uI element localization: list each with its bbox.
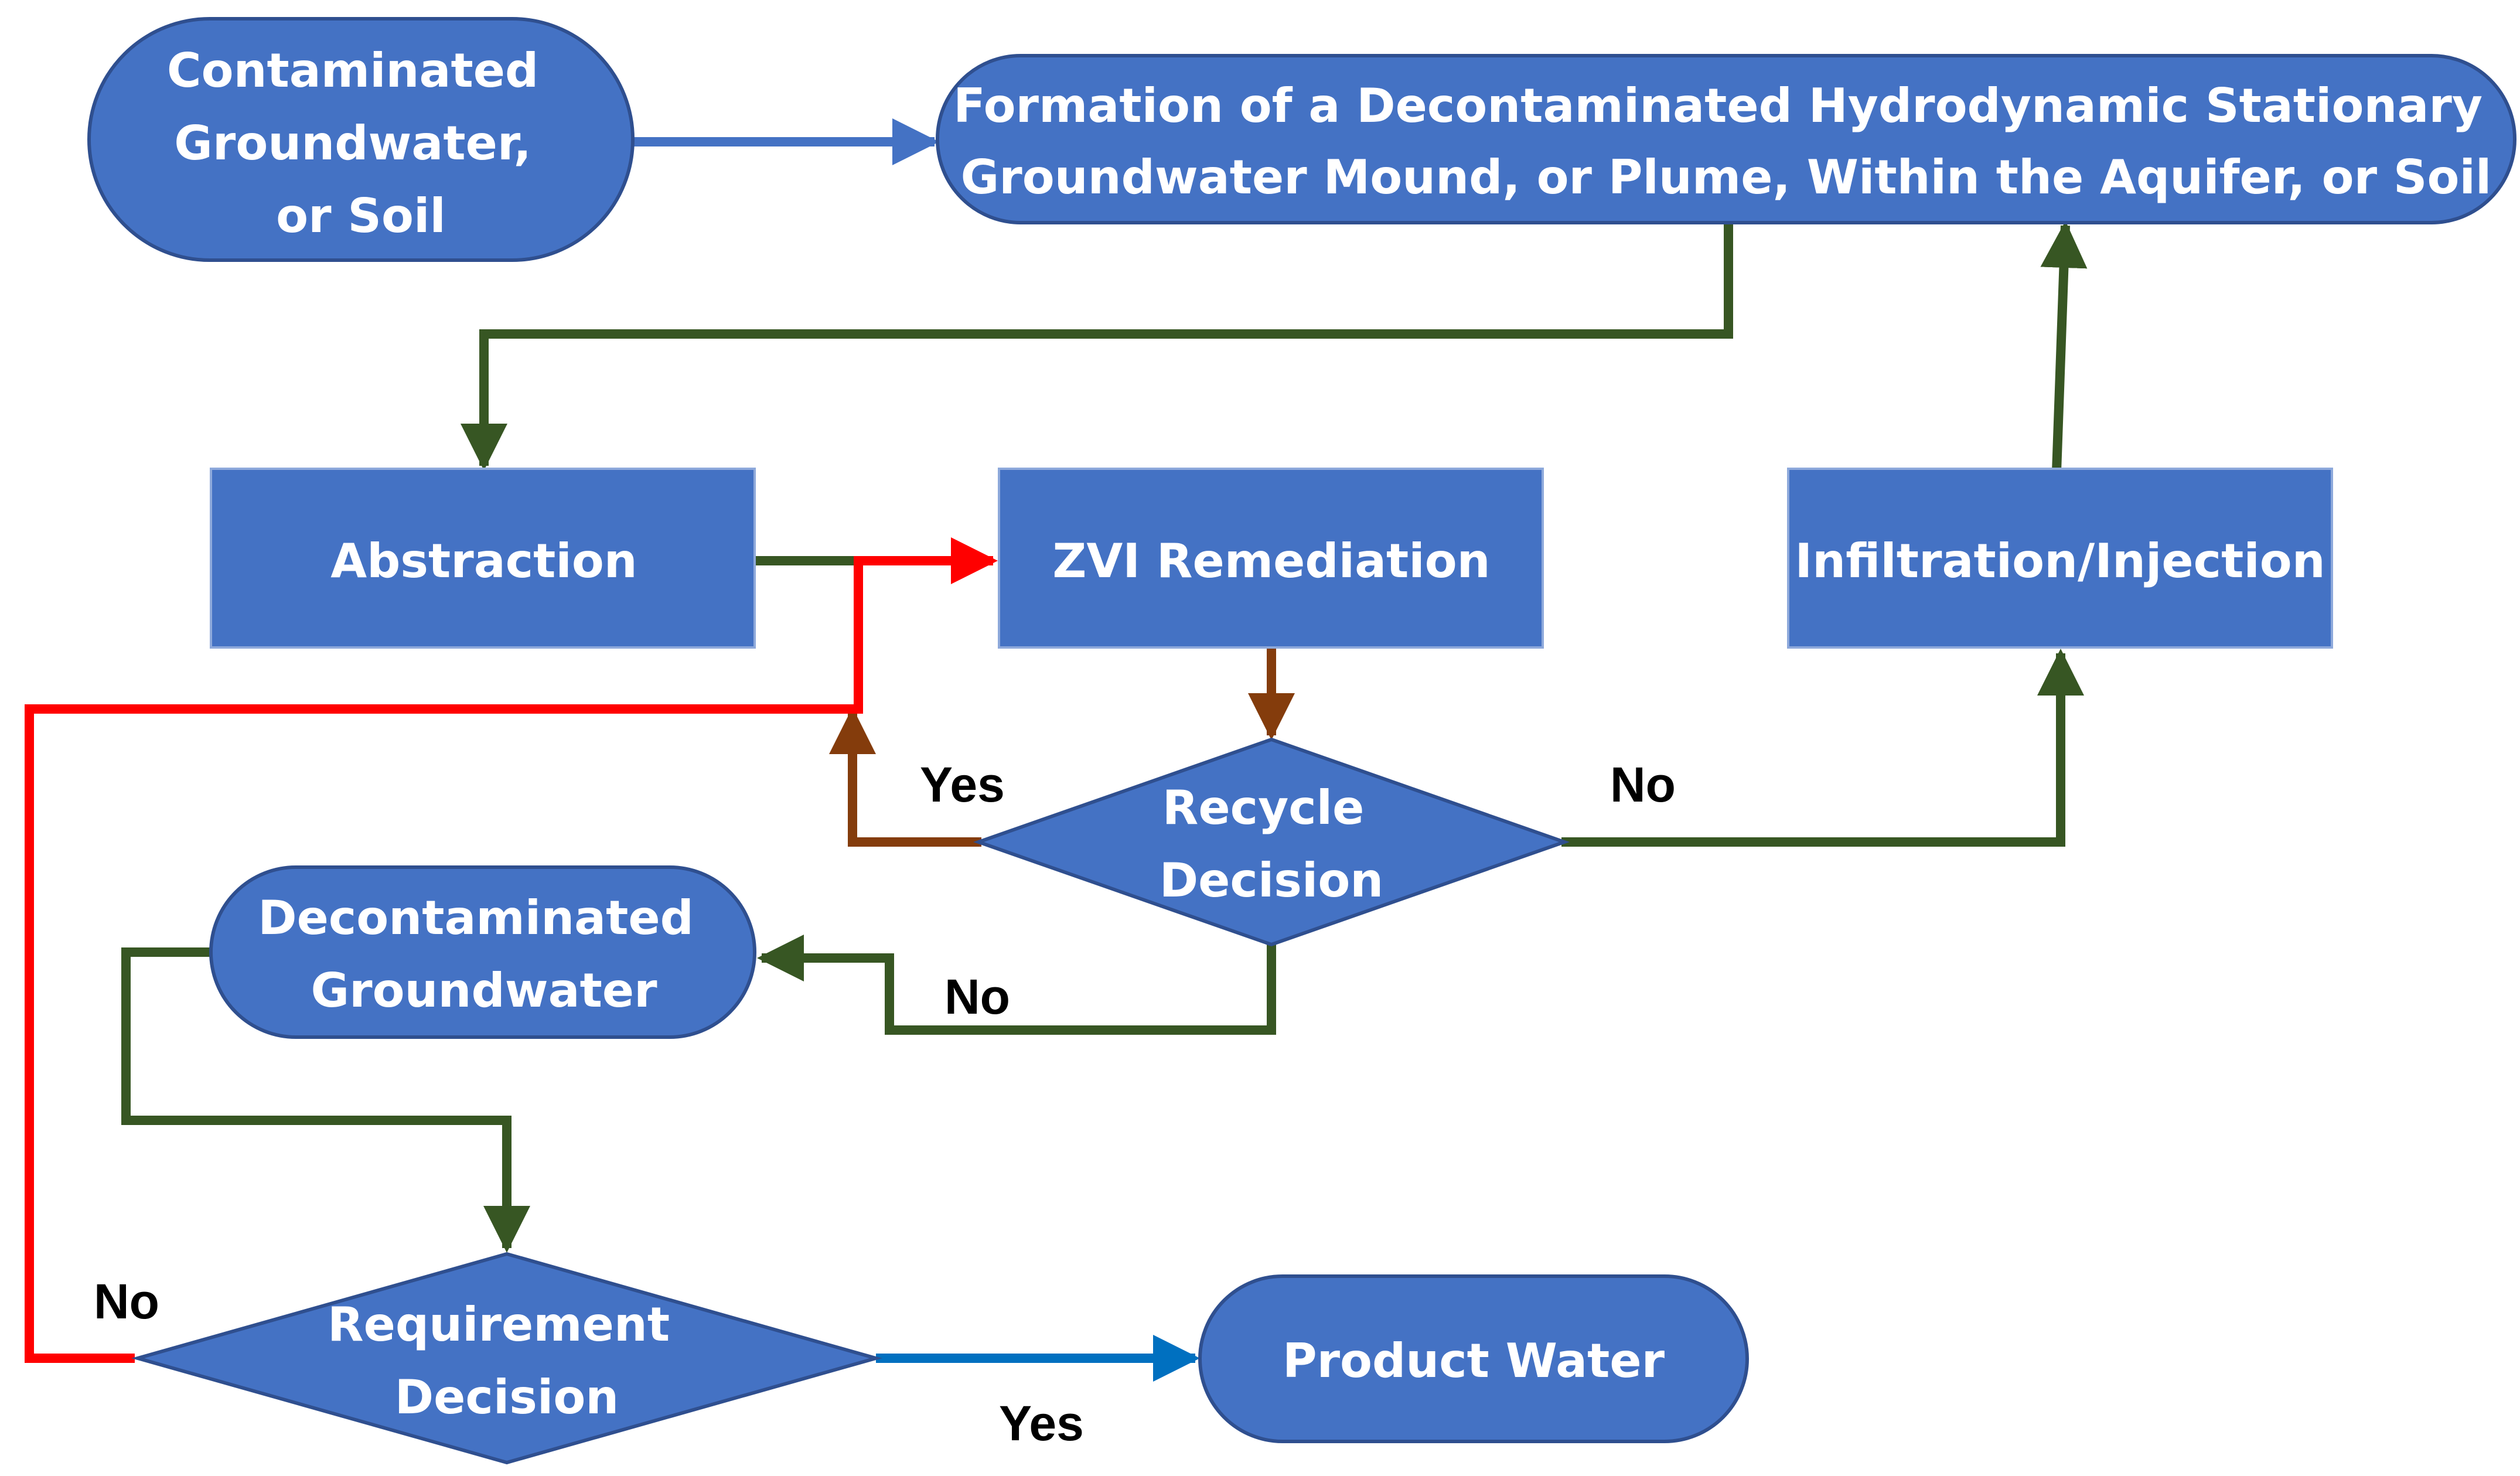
node-abstraction: Abstraction (210, 468, 756, 649)
node-product-label: Product Water (1283, 1334, 1665, 1388)
node-product-water: Product Water (1198, 1274, 1749, 1443)
node-contaminated-line-2: Groundwater, (174, 116, 531, 171)
label-requirement-yes: Yes (999, 1396, 1084, 1451)
label-recycle-no-down: No (944, 969, 1010, 1024)
svg-text:Contaminated Groundwat: Contaminated Groundwater, or Soil (167, 43, 555, 243)
edge-recycle-to-decontaminated (757, 935, 1276, 1035)
edge-recycle-to-infiltration (1561, 649, 2084, 847)
nodes: Contaminated Groundwater, or Soil Format… (87, 17, 2516, 1465)
edge-formation-to-abstraction (461, 223, 1733, 471)
edge-labels: Yes No No No Yes (94, 757, 1676, 1451)
node-recycle-line-2: Decision (1160, 853, 1383, 908)
node-formation: Formation of a Decontaminated Hydrodynam… (936, 54, 2516, 224)
node-requirement-decision: Requirement Decision (131, 1252, 883, 1465)
label-requirement-no: No (94, 1274, 159, 1329)
node-zvi-remediation: ZVI Remediation (998, 468, 1544, 649)
node-recycle-decision: Recycle Decision (973, 737, 1570, 947)
node-contaminated-groundwater: Contaminated Groundwater, or Soil (87, 17, 635, 262)
svg-text:Recycle Decision: Recycle Decision (1160, 780, 1383, 908)
node-contaminated-line-3: or Soil (276, 189, 446, 243)
node-recycle-line-1: Recycle (1162, 780, 1365, 835)
connectors (25, 118, 2088, 1382)
node-zvi-label: ZVI Remediation (1052, 534, 1490, 588)
edge-requirement-no-loop (25, 537, 998, 1363)
label-recycle-no-right: No (1610, 757, 1676, 812)
label-recycle-yes: Yes (920, 757, 1005, 812)
edge-infiltration-to-formation (2040, 221, 2088, 472)
node-formation-line-1: Formation of a Decontaminated Hydrodynam… (953, 79, 2483, 133)
edge-recycle-yes (829, 707, 981, 847)
node-infiltration-label: Infiltration/Injection (1795, 534, 2325, 588)
node-abstraction-label: Abstraction (330, 534, 637, 588)
edge-decontaminated-to-requirement (121, 947, 530, 1253)
node-requirement-line-1: Requirement (328, 1297, 670, 1352)
node-decontaminated-line-2: Groundwater (311, 963, 657, 1018)
svg-text:Decontaminated Groundw: Decontaminated Groundwater (258, 891, 710, 1018)
node-contaminated-line-1: Contaminated (167, 43, 538, 98)
node-decontaminated-groundwater: Decontaminated Groundwater (209, 865, 756, 1039)
node-formation-line-2: Groundwater Mound, or Plume, Within the … (961, 150, 2492, 204)
node-decontaminated-line-1: Decontaminated (258, 891, 694, 945)
node-infiltration-injection: Infiltration/Injection (1787, 468, 2333, 649)
svg-text:Requirement Decision: Requirement Decision (328, 1297, 686, 1424)
node-requirement-line-2: Decision (395, 1370, 619, 1424)
svg-text:Formation of a Decontaminated: Formation of a Decontaminated Hydrodynam… (953, 79, 2499, 204)
